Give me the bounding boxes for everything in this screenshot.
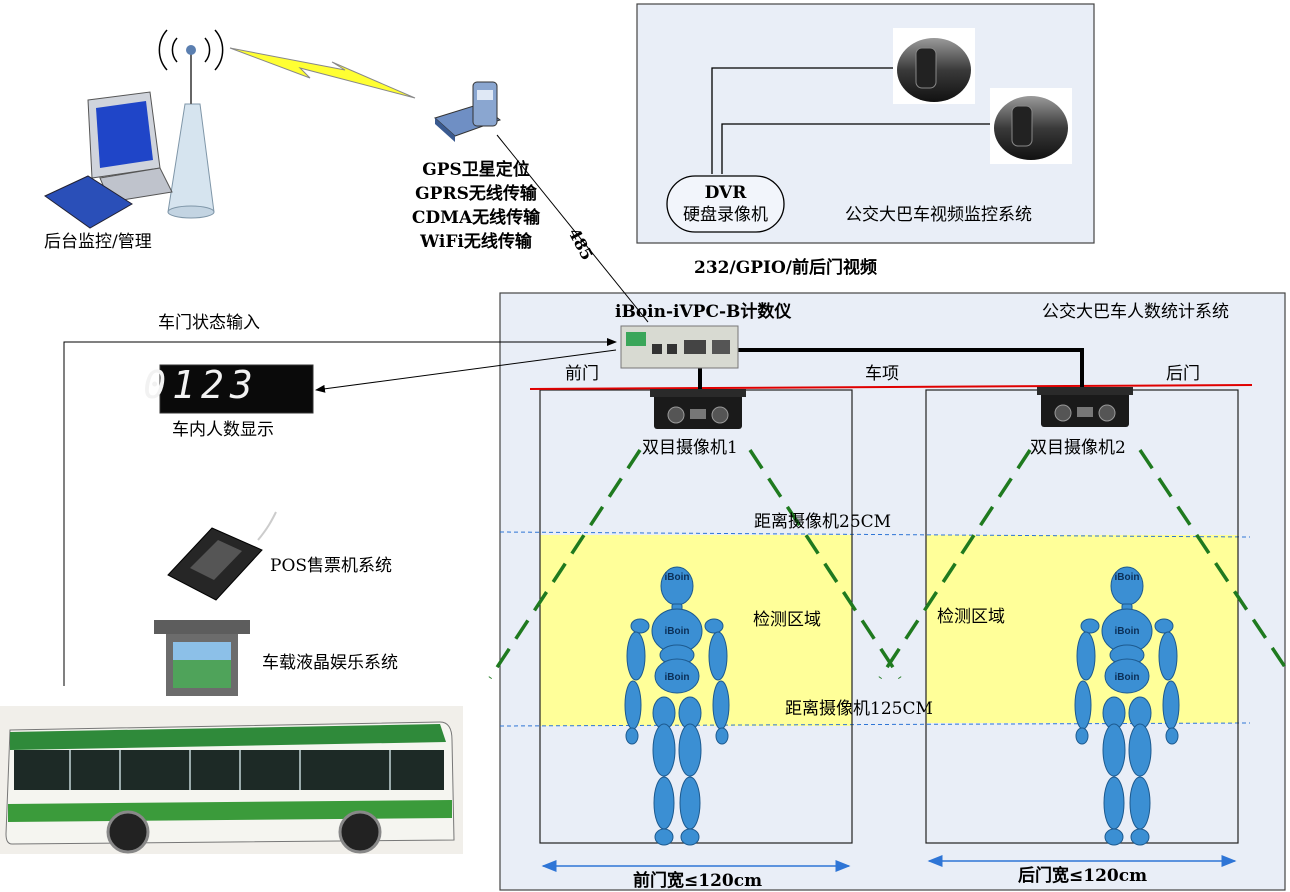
wireless-link-icon — [229, 47, 416, 99]
front-door-label: 前门 — [565, 364, 599, 384]
gateway-line: CDMA无线传输 — [411, 208, 541, 228]
mannequin-hip-label: iBoin — [1115, 672, 1140, 683]
lcd-label: 车载液晶娱乐系统 — [262, 653, 398, 673]
counting-system-label: 公交大巴车人数统计系统 — [1042, 302, 1229, 322]
link-485-label: 485 — [564, 225, 596, 263]
mannequin-hip-label: iBoin — [665, 672, 690, 683]
roof-label: 车项 — [865, 364, 899, 384]
wireless-tower-icon — [158, 29, 224, 219]
rear-door-label: 后门 — [1166, 364, 1200, 384]
distance-line-25 — [499, 531, 1251, 538]
gateway-line: GPS卫星定位 — [422, 160, 530, 180]
backend-label: 后台监控/管理 — [44, 232, 152, 252]
stereo-camera-2 — [1036, 386, 1134, 428]
dome-camera-2 — [990, 88, 1072, 164]
pos-machine-icon — [167, 511, 277, 601]
mannequin-head-label: iBoin — [1115, 572, 1140, 583]
detect-zone-front-label: 检测区域 — [753, 610, 821, 630]
counter-device — [620, 325, 739, 369]
roof-line — [529, 384, 1253, 390]
gateway-line: WiFi无线传输 — [420, 232, 532, 252]
distance-line-125 — [499, 722, 1251, 727]
front-width-label: 前门宽≤120cm — [633, 871, 763, 891]
display-arrow — [315, 349, 617, 393]
field-of-view — [488, 449, 1289, 679]
pos-label: POS售票机系统 — [270, 556, 393, 576]
camera-cable-1 — [711, 67, 897, 174]
link-485-line — [496, 134, 649, 323]
mannequin-chest-label: iBoin — [665, 626, 690, 637]
dome-camera-1 — [893, 28, 975, 104]
rear-width-label: 后门宽≤120cm — [1018, 866, 1148, 886]
dvr-title: DVR — [704, 183, 747, 203]
stereo-camera-1 — [649, 388, 747, 430]
led-digits: 0123 — [143, 363, 259, 407]
camera2-cable — [737, 348, 1084, 392]
interface-label: 232/GPIO/前后门视频 — [694, 258, 877, 278]
camera2-label: 双目摄像机2 — [1030, 438, 1126, 458]
gateway-line: GPRS无线传输 — [415, 184, 537, 204]
gateway-functions: GPS卫星定位 GPRS无线传输 CDMA无线传输 WiFi无线传输 — [405, 158, 547, 254]
detect-zone-rear-label: 检测区域 — [937, 607, 1005, 627]
dvr-subtitle: 硬盘录像机 — [683, 205, 768, 225]
led-counter-display — [159, 364, 314, 414]
bus-image — [0, 706, 463, 854]
dvr-box — [666, 175, 785, 233]
gateway-device-icon — [434, 81, 502, 142]
computer-icon — [44, 91, 173, 229]
mannequin-chest-label: iBoin — [1115, 626, 1140, 637]
video-system-label: 公交大巴车视频监控系统 — [845, 205, 1032, 225]
door-status-line — [63, 338, 617, 686]
camera1-label: 双目摄像机1 — [642, 438, 738, 458]
distance-125-label: 距离摄像机125CM — [785, 699, 933, 719]
mannequin-head-label: iBoin — [665, 572, 690, 583]
counter-display-label: 车内人数显示 — [172, 420, 274, 440]
camera-cable-2 — [721, 123, 990, 174]
door-input-label: 车门状态输入 — [158, 313, 260, 333]
counter-device-label: iBoin-iVPC-B计数仪 — [615, 302, 792, 322]
distance-25-label: 距离摄像机25CM — [754, 512, 892, 532]
lcd-screen-icon — [154, 620, 250, 696]
